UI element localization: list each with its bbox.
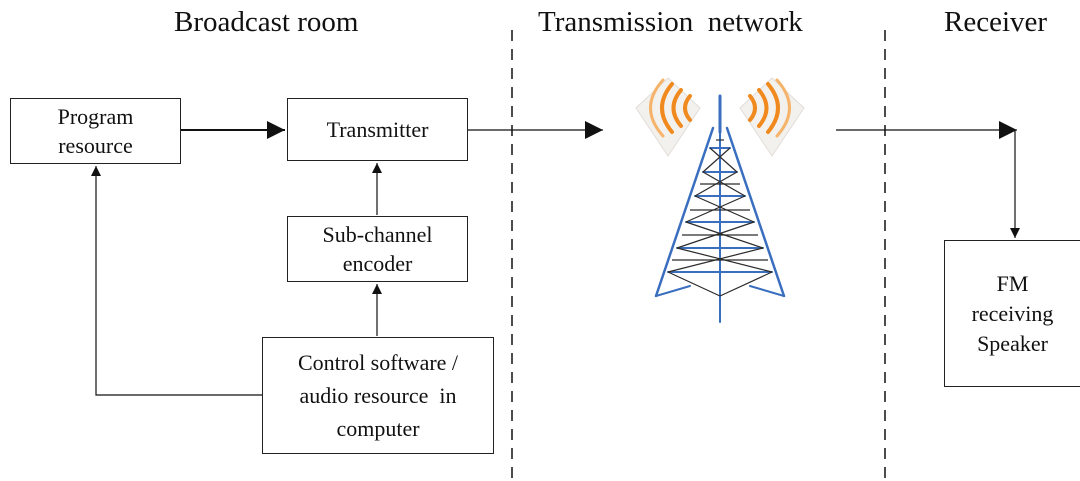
tower-structure (654, 94, 786, 323)
fm-receiving-speaker-label-line-2: receiving (971, 300, 1054, 326)
program-resource-label-line-2: resource (58, 133, 133, 158)
subchannel-encoder-label-line-1: Sub-channel (322, 222, 433, 247)
subchannel-encoder-box: Sub-channel encoder (287, 216, 468, 282)
fm-receiving-speaker-label-line-1: FM (996, 270, 1029, 296)
signal-waves-right-icon (739, 77, 805, 157)
arrow-control-to-program (91, 166, 262, 396)
control-software-label-line-1: Control software / (297, 350, 459, 375)
transmitter-box: Transmitter (287, 98, 468, 161)
section-title-receiver: Receiver (944, 6, 1048, 38)
tower-lattice (667, 139, 773, 297)
control-software-label-line-3: computer (336, 416, 420, 441)
section-title-transmission-network: Transmission network (538, 6, 803, 38)
transmitter-label: Transmitter (326, 117, 429, 142)
program-resource-label-line-1: Program (57, 104, 134, 129)
subchannel-encoder-label-line-2: encoder (342, 251, 413, 276)
section-title-broadcast-room: Broadcast room (174, 6, 359, 38)
program-resource-box: Program resource (10, 98, 181, 164)
signal-waves-left-icon (635, 77, 701, 157)
fm-receiving-speaker-box: FM receiving Speaker (944, 240, 1080, 387)
fm-receiving-speaker-label-line-3: Speaker (977, 330, 1048, 356)
control-software-label-line-2: audio resource in (299, 383, 457, 408)
control-software-box: Control software / audio resource in com… (262, 337, 494, 454)
